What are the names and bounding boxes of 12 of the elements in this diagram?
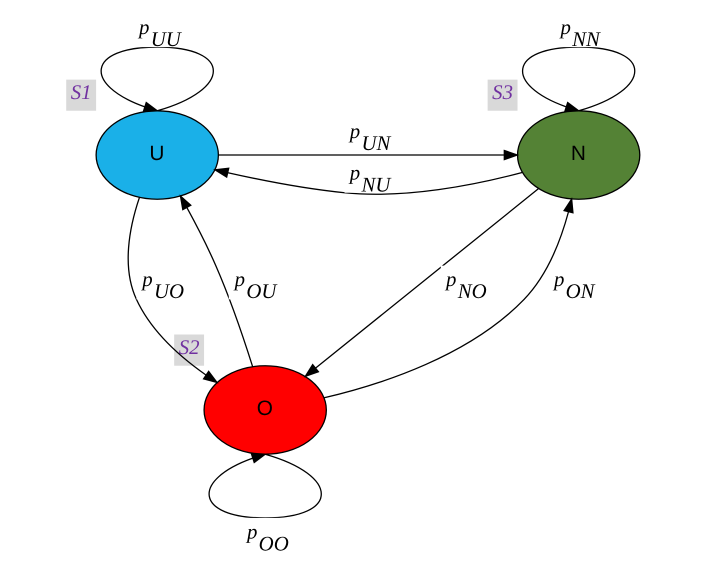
arrow	[303, 188, 538, 378]
node-label: S2	[178, 334, 200, 359]
arrow	[179, 194, 253, 367]
node-label: S1	[70, 80, 92, 104]
arrow	[208, 453, 322, 519]
arrow	[324, 197, 574, 398]
arrow	[522, 46, 635, 112]
node-label: S3	[492, 80, 512, 104]
arrow	[127, 197, 218, 384]
arrow	[218, 150, 519, 160]
arrow	[100, 46, 214, 112]
arrow	[212, 167, 522, 195]
